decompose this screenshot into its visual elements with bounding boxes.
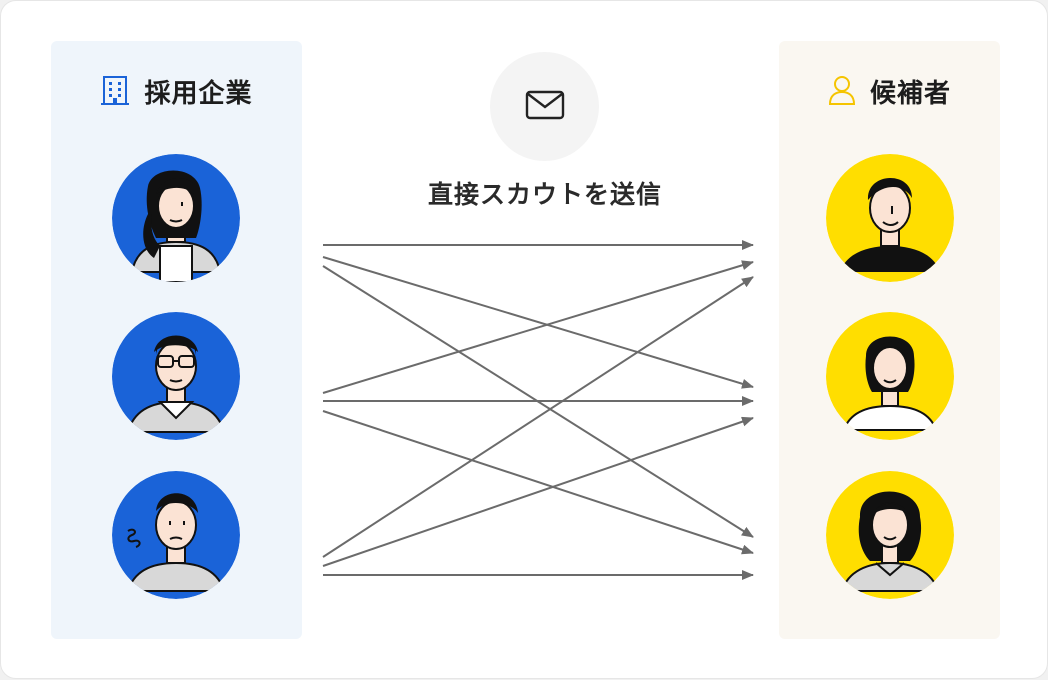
candidate-avatar-1 <box>826 154 954 282</box>
candidate-panel-title: 候補者 <box>869 79 951 109</box>
company-avatar-3 <box>112 471 240 599</box>
arrow-c3-p1 <box>322 276 754 558</box>
arrow-c2-p3 <box>322 410 754 555</box>
arrow-c1-p2 <box>322 256 754 389</box>
candidate-avatar-2 <box>826 312 954 440</box>
company-panel-title: 採用企業 <box>144 79 253 109</box>
company-panel-header: 採用企業 <box>51 73 302 110</box>
company-avatar-1 <box>112 154 240 282</box>
scout-caption: 直接スカウトを送信 <box>427 180 662 209</box>
company-avatar-2 <box>112 312 240 440</box>
person-icon <box>828 74 856 110</box>
mail-icon <box>525 90 565 124</box>
candidate-avatar-3 <box>826 471 954 599</box>
arrow-c2-p1 <box>322 260 754 394</box>
arrow-c3-p2 <box>322 416 754 567</box>
candidate-panel-header: 候補者 <box>779 73 1000 110</box>
building-icon <box>100 74 130 110</box>
mail-icon-circle <box>490 52 599 161</box>
